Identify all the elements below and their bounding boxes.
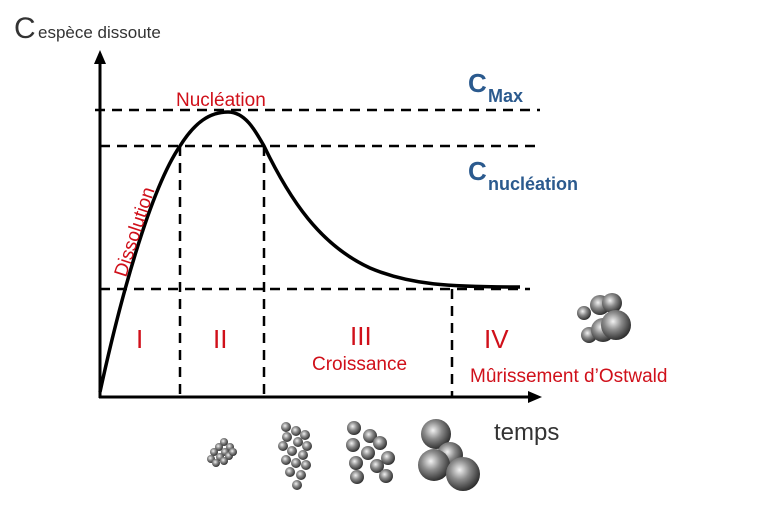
cmax-subscript: Max [488, 86, 523, 106]
particles-stage-2-icon [278, 422, 312, 490]
stage-1-numeral: I [136, 324, 143, 354]
stage-3-name: Croissance [312, 354, 407, 375]
particles-ostwald-icon [577, 293, 631, 343]
stage-2-numeral: II [213, 324, 227, 354]
x-axis-label: temps [494, 419, 559, 446]
y-axis-arrow [94, 50, 106, 64]
cmax-symbol: C [468, 68, 487, 98]
x-axis-arrow [528, 391, 542, 403]
y-axis-symbol: C [14, 12, 36, 45]
particles-stage-3-icon [346, 421, 395, 484]
y-axis-subscript: espèce dissoute [38, 23, 161, 42]
cnucleation-subscript: nucléation [488, 174, 578, 194]
dissolution-label: Dissolution [111, 185, 160, 280]
stage-4-numeral: IV [484, 324, 509, 354]
nucleation-label: Nucléation [176, 90, 266, 111]
stage-4-name: Mûrissement d’Ostwald [470, 366, 667, 387]
concentration-curve [98, 110, 521, 393]
cnucleation-symbol: C [468, 156, 487, 186]
stage-3-numeral: III [350, 321, 372, 351]
particles-stage-4-icon [418, 419, 480, 491]
particles-stage-1-icon [207, 438, 237, 467]
